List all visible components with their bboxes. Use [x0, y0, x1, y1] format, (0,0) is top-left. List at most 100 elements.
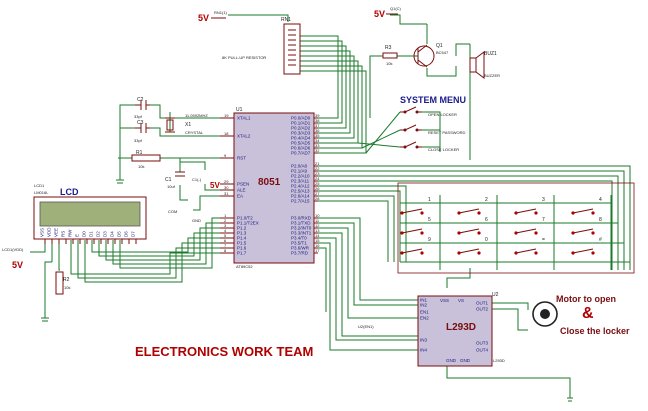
motor-driver-u2: U2 L293D L293D U2(EN1) IN1IN2EN1EN2IN3IN… [358, 292, 505, 367]
u1-pin-name: P1.6 [237, 246, 247, 251]
u2-pin-name: OUT4 [476, 348, 488, 353]
u2-pin-name: IN4 [420, 348, 428, 353]
power-label: 5V [198, 13, 209, 23]
u1-pin-name: P0.2/AD2 [291, 126, 311, 131]
u1-pin-number: 16 [315, 243, 320, 248]
u1-pin-number: 12 [315, 223, 320, 228]
resistor-r1: R1 10k [131, 150, 161, 169]
r2-ref: R2 [63, 277, 70, 283]
u1-pin-name: P2.0/A8 [291, 164, 308, 169]
u1-ref: U1 [236, 107, 243, 113]
net-label: U2(EN1) [358, 324, 374, 329]
lcd-pin-name: D1 [89, 231, 94, 237]
net-label: C1(-) [192, 177, 202, 182]
u1-pin-name: P2.6/A14 [291, 194, 310, 199]
keypad-key: 5 [400, 217, 431, 235]
gnd-label: GND [192, 218, 201, 223]
u1-pin-number: 34 [315, 138, 320, 143]
u1-pin-number: 7 [224, 243, 227, 248]
u1-pin-number: 15 [315, 238, 320, 243]
u1-pin-name: P2.4/A12 [291, 184, 310, 189]
u1-pin-name: P0.3/AD3 [291, 131, 311, 136]
lcd-pin-name: D0 [82, 231, 87, 237]
transistor-q1: Q1 BC547 [413, 43, 449, 68]
u1-pin-name: P3.4/T0 [291, 236, 307, 241]
u2-pin-name: EN2 [420, 316, 429, 321]
lcd-model: LM016L [34, 190, 49, 195]
u2-pin-name: IN3 [420, 338, 428, 343]
keypad-key: # [571, 237, 602, 255]
x1-freq: 11.0592MHZ [185, 113, 208, 118]
u1-pin-name: P1.3 [237, 231, 247, 236]
rn1-ref: RN1 [281, 17, 291, 23]
u1-pin-name: PSEN [237, 182, 249, 187]
keypad-key-label: 8 [599, 217, 602, 223]
u1-pin-number: 10 [315, 213, 320, 218]
x1-val: CRYSTAL [185, 130, 204, 135]
keypad-key-label: 3 [542, 197, 545, 203]
menu-title: SYSTEM MENU [400, 95, 466, 105]
keypad-key-label: 7 [542, 217, 545, 223]
u1-pin-name: XTAL2 [237, 134, 251, 139]
u1-pin-number: 39 [315, 113, 320, 118]
q1-ref: Q1 [436, 43, 443, 49]
u1-pin-number: 23 [315, 171, 320, 176]
u1-pin-name: P2.2/A10 [291, 174, 310, 179]
u1-pin-name: P3.6/WR [291, 246, 310, 251]
u1-pin-name: P0.6/AD6 [291, 146, 311, 151]
u2-name: L293D [446, 322, 476, 333]
keypad-key: 8 [571, 217, 602, 235]
x1-ref: X1 [185, 122, 191, 128]
u1-pin-number: 36 [315, 128, 320, 133]
power-rn1: 5V RN1(1) [198, 10, 228, 23]
keypad-key-label: = [542, 237, 545, 243]
keypad-key-label: 5 [428, 217, 431, 223]
keypad-key-label: 1 [428, 197, 431, 203]
buz1-ref: BUZ1 [484, 51, 497, 57]
u2-part: L293D [493, 358, 505, 363]
c1-ref: C1 [165, 177, 172, 183]
u1-pin-name: P1.0/T2 [237, 216, 253, 221]
keypad-border [397, 182, 635, 274]
keypad-key: 4 [571, 197, 602, 215]
buzzer-buz1: BUZ1 BUZZER [469, 51, 500, 79]
buz1-val: BUZZER [484, 73, 500, 78]
u2-pin-name: IN2 [420, 303, 428, 308]
u1-pin-name: P2.3/A11 [291, 179, 310, 184]
c1-val: 10uf [167, 184, 176, 189]
u1-pin-number: 8 [224, 248, 227, 253]
u1-pin-name: EA [237, 194, 243, 199]
u1-pin-number: 3 [224, 223, 227, 228]
capacitor-c3: C3 33pf [134, 120, 150, 143]
wire-network [30, 14, 631, 402]
u1-pin-name: P3.5/T1 [291, 241, 307, 246]
u1-pin-number: 30 [224, 185, 229, 190]
u1-pin-name: P0.1/AD1 [291, 121, 311, 126]
lcd-pin-name: VDD [47, 227, 52, 237]
keypad-key: 9 [400, 237, 431, 255]
switch-reset-password: RESET PASSWORD [400, 124, 466, 135]
u1-pin-name: P1.7 [237, 251, 247, 256]
power-label: 5V [210, 181, 220, 190]
u1-pin-name: P1.1/T2EX [237, 221, 259, 226]
u1-pin-number: 25 [315, 181, 320, 186]
r2-val: 10k [64, 285, 70, 290]
u1-pin-name: P3.3/INT1 [291, 231, 312, 236]
lcd-pin-name: VSS [40, 228, 45, 237]
u1-pin-number: 21 [315, 161, 320, 166]
keypad-key: 2 [457, 197, 488, 215]
u2-pin-name: OUT1 [476, 301, 488, 306]
lcd-pin-name: D2 [96, 231, 101, 237]
keypad-key-label: 6 [485, 217, 488, 223]
keypad-key: 0 [457, 237, 488, 255]
u1-part: AT89C52 [236, 264, 253, 269]
keypad-key: 1 [400, 197, 431, 215]
u1-pin-number: 14 [315, 233, 320, 238]
u1-pin-number: 2 [224, 218, 227, 223]
u1-pin-number: 38 [315, 118, 320, 123]
resistor-r3: R3 10k [382, 45, 398, 66]
